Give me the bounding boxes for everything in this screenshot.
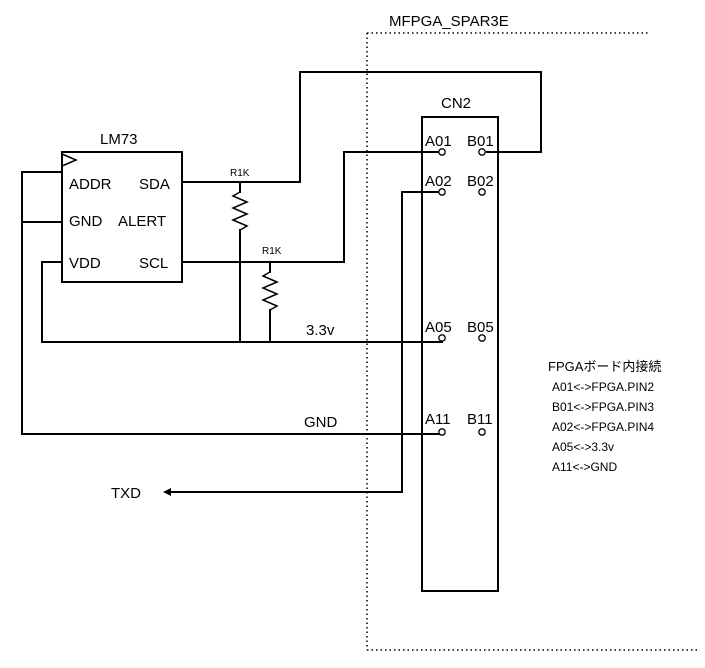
lm73-pin1-marker xyxy=(61,153,78,167)
pin-a11 xyxy=(438,428,446,436)
pin-label-a11: A11 xyxy=(425,411,451,428)
chip-pin-addr: ADDR xyxy=(69,176,112,193)
chip-pin-alert: ALERT xyxy=(118,213,166,230)
pin-b05 xyxy=(478,334,486,342)
resistor-r1 xyxy=(231,182,249,242)
chip-pin-vdd: VDD xyxy=(69,255,101,272)
notes-line-2: B01<->FPGA.PIN3 xyxy=(552,400,654,414)
pin-a05 xyxy=(438,334,446,342)
connector-pins xyxy=(438,148,486,436)
fpga-board-boundary xyxy=(366,32,700,651)
resistor-r2-label: R1K xyxy=(262,246,282,257)
board-title: MFPGA_SPAR3E xyxy=(389,13,509,30)
pin-a02 xyxy=(438,188,446,196)
wire-sda xyxy=(181,71,542,183)
resistor-r2 xyxy=(261,262,279,322)
chip-pin-gnd: GND xyxy=(69,213,103,230)
notes-line-4: A05<->3.3v xyxy=(552,440,614,454)
pin-label-b11: B11 xyxy=(467,411,493,428)
wire-txd xyxy=(169,191,443,493)
txd-arrow-head xyxy=(163,488,171,496)
notes-line-3: A02<->FPGA.PIN4 xyxy=(552,420,654,434)
wire-vdd-3v3 xyxy=(41,261,443,343)
wires xyxy=(21,71,542,496)
connector-cn2-body xyxy=(421,116,499,592)
pin-b11 xyxy=(478,428,486,436)
pin-label-a02: A02 xyxy=(425,173,452,190)
pin-label-b02: B02 xyxy=(467,173,494,190)
notes-line-5: A11<->GND xyxy=(552,460,617,474)
wire-addr-gnd xyxy=(21,171,443,435)
chip-name: LM73 xyxy=(100,131,138,148)
pin-label-b05: B05 xyxy=(467,319,494,336)
lm73-chip-body xyxy=(61,151,183,283)
pin-b01 xyxy=(478,148,486,156)
chip-pin-scl: SCL xyxy=(139,255,168,272)
notes-line-1: A01<->FPGA.PIN2 xyxy=(552,380,654,394)
fpga-connection-notes: FPGAボード内接続 A01<->FPGA.PIN2 B01<->FPGA.PI… xyxy=(548,359,661,474)
pin-label-a05: A05 xyxy=(425,319,452,336)
net-label-gnd: GND xyxy=(304,414,338,431)
net-label-txd: TXD xyxy=(111,485,141,502)
pin-label-b01: B01 xyxy=(467,133,494,150)
pin-b02 xyxy=(478,188,486,196)
resistor-r1-label: R1K xyxy=(230,168,250,179)
wire-scl xyxy=(181,151,443,263)
chip-pin-sda: SDA xyxy=(139,176,170,193)
net-label-3v3: 3.3v xyxy=(306,322,335,339)
pin-a01 xyxy=(438,148,446,156)
connector-name: CN2 xyxy=(441,95,471,112)
pin-label-a01: A01 xyxy=(425,133,452,150)
notes-title: FPGAボード内接続 xyxy=(548,359,661,374)
